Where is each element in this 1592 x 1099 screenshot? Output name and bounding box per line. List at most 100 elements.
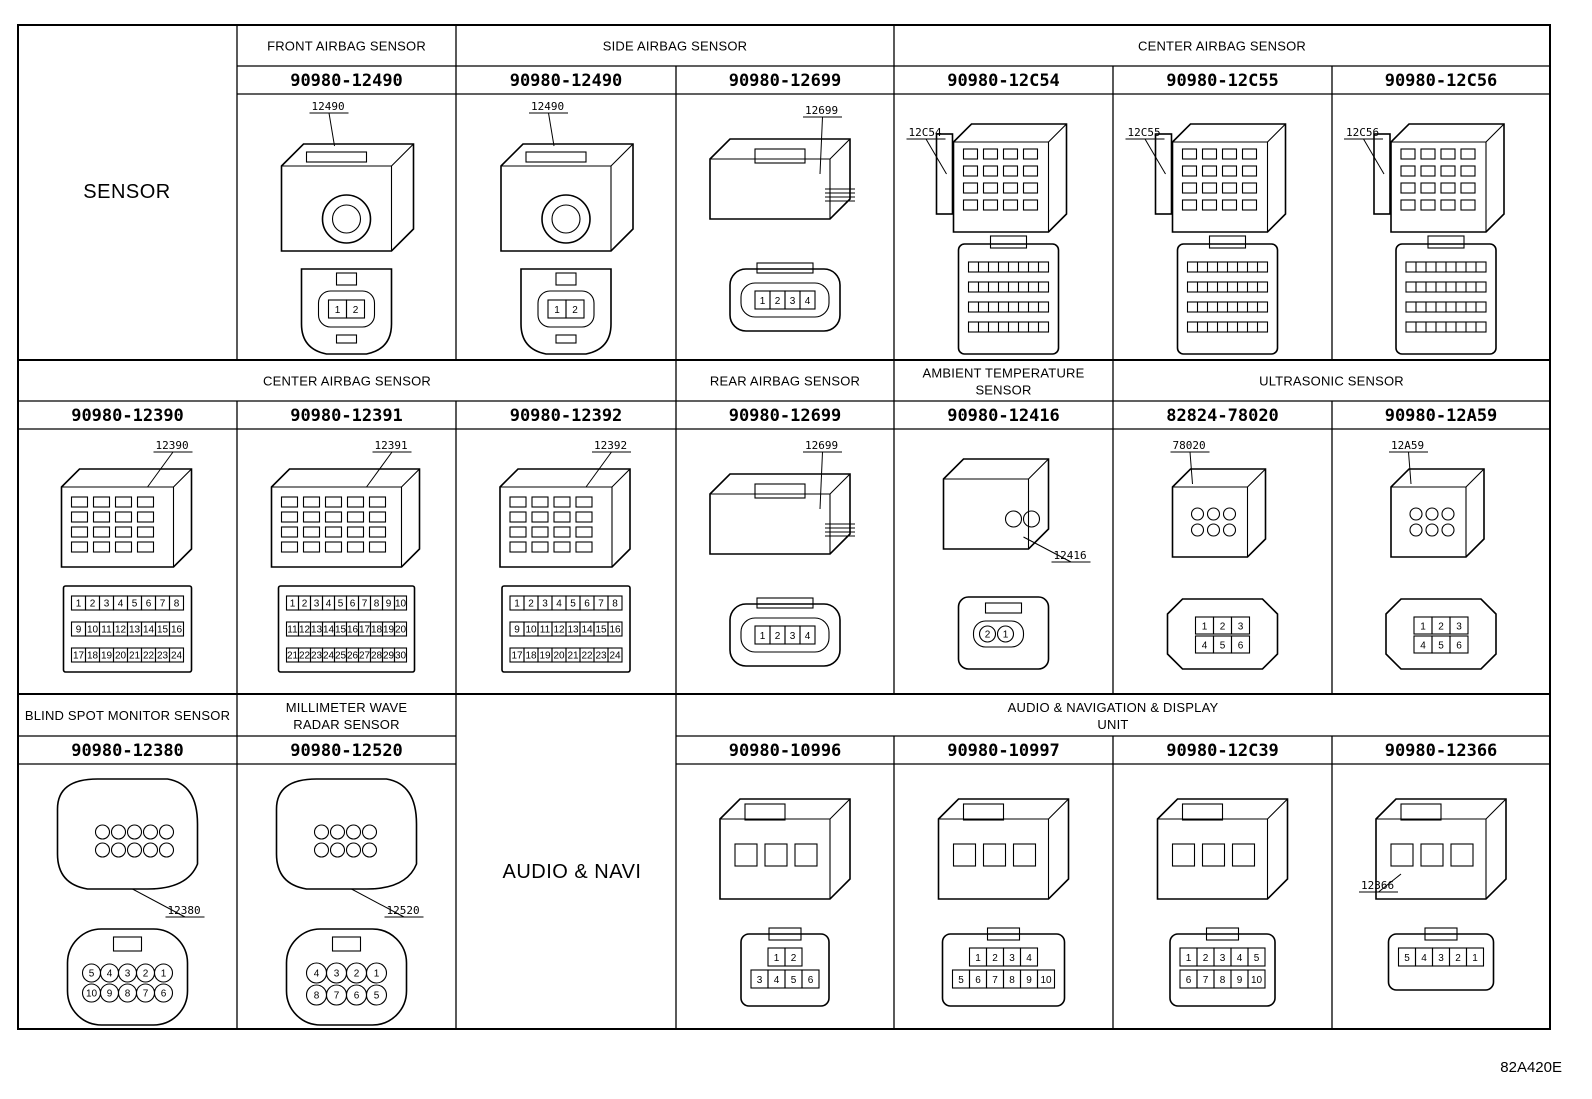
cavity <box>1460 199 1476 211</box>
cavity <box>1241 148 1258 160</box>
pin-hole <box>158 842 175 858</box>
pin-number: 14 <box>143 625 155 636</box>
latch-ring <box>541 194 591 244</box>
pin-hole <box>1409 523 1423 537</box>
header-anu-line0: AUDIO & NAVIGATION & DISPLAY <box>1008 700 1219 715</box>
pin-number: 19 <box>383 625 395 636</box>
pin-number: 4 <box>805 631 811 642</box>
cavity <box>70 526 89 538</box>
lock-tab <box>989 235 1028 249</box>
cavity <box>1231 843 1256 867</box>
housing-edge <box>501 143 634 251</box>
latch-ring-inner <box>551 204 581 234</box>
pin-number: 5 <box>958 975 964 986</box>
pin-hole <box>1190 523 1205 537</box>
cavity <box>1201 182 1218 194</box>
housing-edge <box>1376 798 1507 899</box>
pin-number: 20 <box>395 625 407 636</box>
callout-label: 12699 <box>805 439 838 452</box>
pin-number: 8 <box>174 599 180 610</box>
pin-number: 12 <box>299 625 311 636</box>
housing-body <box>937 798 1070 900</box>
pin-number: 3 <box>1009 953 1015 964</box>
callout-label: 78020 <box>1173 439 1206 452</box>
pin-number: 28 <box>371 651 383 662</box>
cavity <box>1221 148 1238 160</box>
pin-cell <box>345 299 366 319</box>
side-lock <box>1154 133 1173 215</box>
cavity <box>575 526 593 538</box>
pin-cell <box>393 647 408 663</box>
part-number: 90980-12699 <box>729 71 842 91</box>
pin-number: 13 <box>567 625 579 636</box>
key-slot <box>555 334 577 344</box>
connector-face <box>1176 243 1279 355</box>
part-number: 90980-12699 <box>729 406 842 426</box>
lock-tab <box>1205 927 1240 941</box>
callout-leader <box>1023 536 1072 563</box>
cavity <box>509 511 527 523</box>
cavity <box>1400 199 1416 211</box>
callout-label: 12391 <box>375 439 408 452</box>
cavity <box>962 182 979 194</box>
cavity <box>1440 182 1456 194</box>
lock-tab <box>1424 927 1458 941</box>
side-lock <box>935 133 954 215</box>
cavity <box>302 541 321 553</box>
callout-leader <box>132 888 186 918</box>
pin-number: 11 <box>101 625 112 636</box>
lock-arm <box>1400 803 1442 821</box>
pin-number: 3 <box>125 969 131 980</box>
housing-edge <box>1391 123 1505 232</box>
cavity <box>92 511 111 523</box>
callout-label: 12490 <box>312 100 345 113</box>
pin-number: 25 <box>335 651 347 662</box>
cavity <box>509 496 527 508</box>
cavity <box>368 511 387 523</box>
cavity <box>280 496 299 508</box>
pin-number: 1 <box>760 296 766 307</box>
cavity <box>1400 148 1416 160</box>
cavity <box>1221 182 1238 194</box>
pin-cell <box>607 595 623 611</box>
lock-tab <box>756 262 814 274</box>
pin-hole <box>1425 523 1439 537</box>
cavity <box>302 511 321 523</box>
pin-hole <box>1441 507 1455 521</box>
cavity <box>1012 843 1037 867</box>
pin-cell <box>784 947 803 967</box>
pin-number: 21 <box>129 651 141 662</box>
pin-number: 3 <box>314 599 320 610</box>
callout-leader <box>328 112 335 147</box>
pin-number: 27 <box>359 651 371 662</box>
pin-number: 6 <box>975 975 981 986</box>
cavity <box>1420 199 1436 211</box>
pin-number: 1 <box>1202 622 1208 633</box>
lock-arm <box>1181 803 1224 821</box>
pin-number: 1 <box>774 953 780 964</box>
part-number: 90980-12392 <box>510 406 623 426</box>
cavity <box>509 541 527 553</box>
pin-number: 9 <box>386 599 392 610</box>
pin-number: 20 <box>115 651 127 662</box>
pin-number: 1 <box>760 631 766 642</box>
cavity <box>1181 199 1198 211</box>
pin-hole <box>1222 523 1237 537</box>
pin-number: 2 <box>90 599 96 610</box>
lock-arm <box>754 483 806 499</box>
callout-label: 12699 <box>805 104 838 117</box>
pin-cell <box>1230 635 1251 654</box>
connector-face <box>1395 243 1497 355</box>
cavity <box>1460 165 1476 177</box>
pin-number: 3 <box>1238 622 1244 633</box>
callout-leader <box>925 138 947 175</box>
cavity <box>346 511 365 523</box>
cavity <box>1440 199 1456 211</box>
pin-hole <box>1206 523 1221 537</box>
cavity <box>114 541 133 553</box>
